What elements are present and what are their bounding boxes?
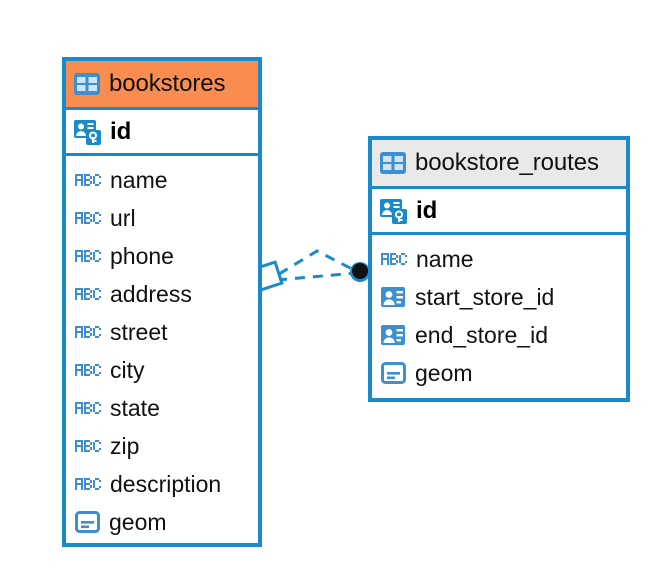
relationship-line-upper [278, 249, 357, 276]
field-label: geom [109, 508, 167, 535]
field-row[interactable]: end_store_id [372, 316, 626, 354]
field-label: phone [110, 242, 174, 269]
primary-key-row-bookstore-routes[interactable]: id [372, 189, 626, 235]
circle-marker [350, 262, 370, 282]
abc-text-icon [75, 476, 101, 492]
entity-title: bookstore_routes [415, 149, 599, 176]
abc-text-icon [75, 438, 101, 454]
relationship-line-lower [276, 271, 357, 282]
primary-key-icon [380, 198, 407, 224]
field-list-bookstore-routes: name start_store_id [372, 235, 626, 392]
abc-text-icon [75, 400, 101, 416]
field-label: state [110, 394, 160, 421]
table-icon [380, 152, 406, 174]
field-row[interactable]: phone [66, 237, 258, 275]
abc-text-icon [75, 210, 101, 226]
field-row[interactable]: name [66, 161, 258, 199]
field-row[interactable]: geom [66, 503, 258, 541]
field-row[interactable]: address [66, 275, 258, 313]
primary-key-icon [74, 119, 101, 145]
field-row[interactable]: name [372, 240, 626, 278]
primary-key-row-bookstores[interactable]: id [66, 110, 258, 156]
table-icon [74, 73, 100, 95]
field-label: city [110, 356, 145, 383]
field-label: start_store_id [415, 283, 555, 310]
field-row[interactable]: url [66, 199, 258, 237]
field-label: name [416, 245, 474, 272]
primary-key-label: id [416, 196, 438, 224]
field-row[interactable]: state [66, 389, 258, 427]
abc-text-icon [75, 362, 101, 378]
field-label: name [110, 166, 168, 193]
field-row[interactable]: description [66, 465, 258, 503]
entity-header-bookstore-routes[interactable]: bookstore_routes [372, 140, 626, 189]
abc-text-icon [75, 172, 101, 188]
field-row[interactable]: start_store_id [372, 278, 626, 316]
abc-text-icon [75, 248, 101, 264]
abc-text-icon [75, 286, 101, 302]
geometry-icon [381, 362, 406, 384]
foreign-key-icon [381, 285, 406, 309]
abc-text-icon [75, 324, 101, 340]
field-row[interactable]: geom [372, 354, 626, 392]
abc-text-icon [381, 251, 407, 267]
field-label: zip [110, 432, 140, 459]
field-row[interactable]: zip [66, 427, 258, 465]
foreign-key-icon [381, 323, 406, 347]
field-label: street [110, 318, 168, 345]
entity-table-bookstores[interactable]: bookstores id [62, 57, 262, 547]
field-list-bookstores: name [66, 156, 258, 541]
relationship-connector[interactable] [252, 238, 375, 318]
field-label: description [110, 470, 222, 497]
entity-header-bookstores[interactable]: bookstores [66, 61, 258, 110]
field-label: address [110, 280, 192, 307]
field-row[interactable]: city [66, 351, 258, 389]
entity-table-bookstore-routes[interactable]: bookstore_routes id [368, 136, 630, 402]
field-label: end_store_id [415, 321, 548, 348]
field-label: geom [415, 359, 473, 386]
primary-key-label: id [110, 117, 132, 145]
field-row[interactable]: street [66, 313, 258, 351]
geometry-icon [75, 511, 100, 533]
entity-title: bookstores [109, 70, 226, 97]
field-label: url [110, 204, 136, 231]
